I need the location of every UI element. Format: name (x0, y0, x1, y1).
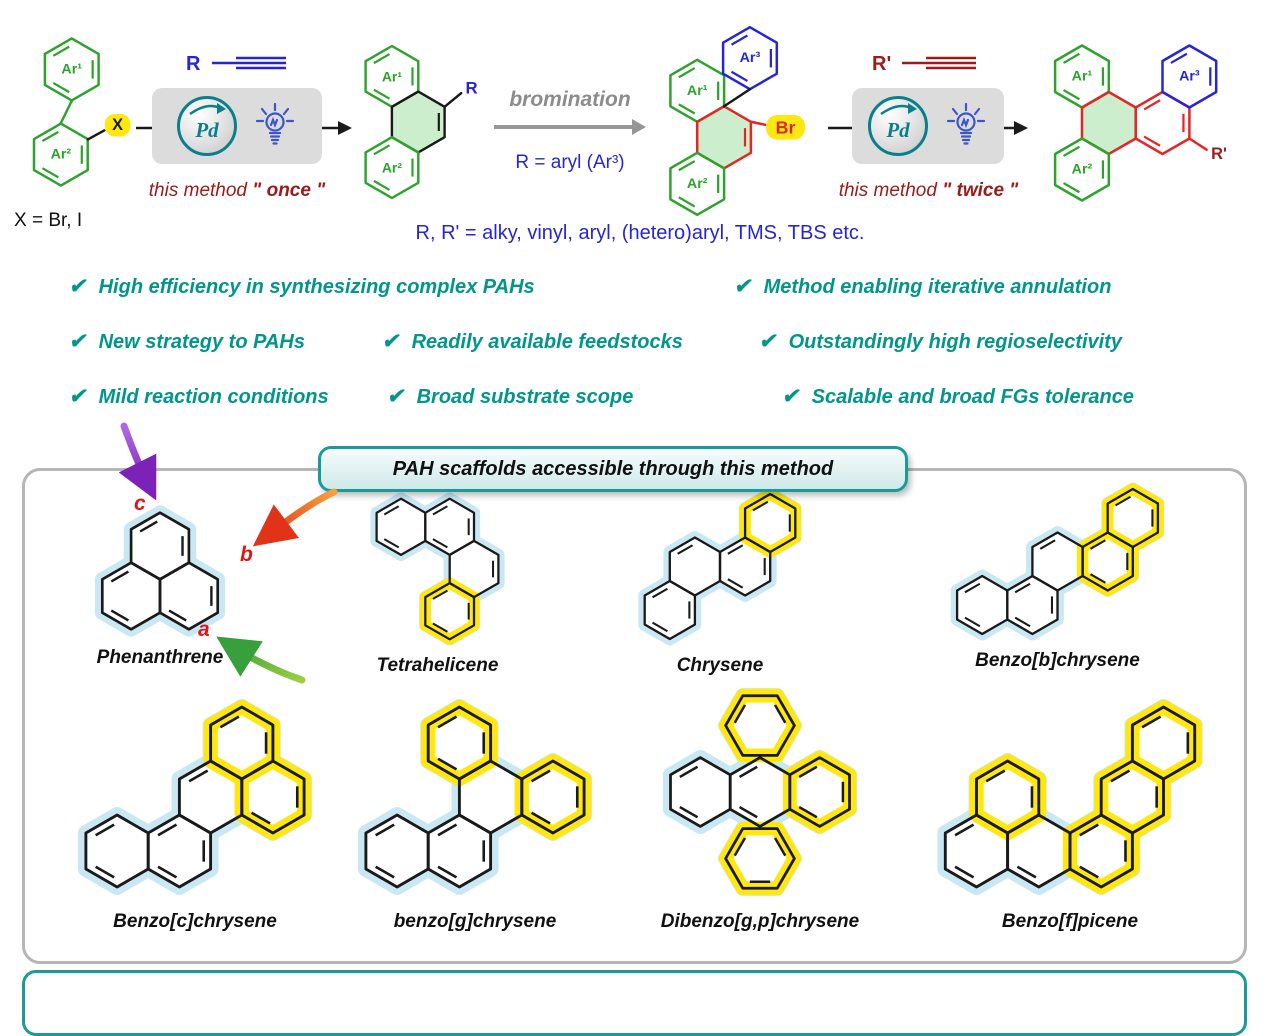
pd-label: Pd (886, 117, 910, 142)
svg-text:Ar³: Ar³ (740, 50, 761, 66)
molecule-card: Phenanthrene (50, 500, 270, 672)
molecule-card: Dibenzo[g,p]chrysene (630, 678, 890, 936)
check-icon: ✔ (732, 275, 755, 298)
pd-label: Pd (195, 117, 219, 142)
method-note-1: this method " once " (148, 180, 326, 201)
molecule-structure (662, 688, 858, 896)
svg-text:Ar¹: Ar¹ (382, 68, 403, 84)
molecule-card: Tetrahelicene (325, 488, 550, 680)
svg-text:Br: Br (776, 117, 796, 137)
svg-text:Ar²: Ar² (51, 147, 72, 163)
check-icon: ✔ (380, 330, 403, 353)
molecule-card: Benzo[b]chrysene (885, 478, 1230, 675)
molecule-structure-container (345, 688, 605, 911)
check-icon: ✔ (67, 385, 90, 408)
r-definition: R, R' = alky, vinyl, aryl, (hetero)aryl,… (415, 222, 865, 244)
molecule-structure (94, 505, 226, 637)
brominated-intermediate: Br Ar¹ Ar² Ar³ (640, 14, 838, 228)
alkyne-reagent-2: R' (872, 53, 976, 75)
feature-item: ✔Broad substrate scope (385, 385, 634, 408)
bromination-note: R = aryl (Ar³) (515, 152, 625, 173)
molecule-name: Tetrahelicene (376, 655, 499, 676)
molecule-structure-container (50, 500, 270, 647)
method-note-2: this method " twice " (838, 180, 1019, 201)
molecule-name: Chrysene (676, 655, 764, 676)
molecule-structure-container (905, 688, 1235, 911)
feature-item: ✔Method enabling iterative annulation (732, 275, 1112, 298)
bromination-label: bromination (509, 88, 631, 111)
substrate-structure: X Ar¹ Ar² (12, 14, 147, 210)
molecule-structure-container (630, 678, 890, 911)
catalytic-cycle-arrow-icon (189, 103, 226, 115)
molecule-card: benzo[g]chrysene (345, 688, 605, 936)
molecule-card: Chrysene (600, 483, 840, 680)
molecule-structure-container (600, 483, 840, 655)
molecule-structure-container (885, 478, 1230, 650)
check-icon: ✔ (780, 385, 803, 408)
svg-text:R: R (466, 78, 478, 97)
molecule-card: Benzo[c]chrysene (40, 688, 350, 936)
svg-text:Ar²: Ar² (1072, 162, 1093, 178)
feature-item: ✔High efficiency in synthesizing complex… (67, 275, 535, 298)
svg-text:Ar²: Ar² (687, 176, 708, 192)
molecule-structure-container (325, 488, 550, 655)
check-icon: ✔ (67, 330, 90, 353)
molecule-name: benzo[g]chrysene (393, 911, 557, 932)
svg-text:R': R' (1211, 145, 1227, 163)
molecule-structure-container (40, 688, 350, 911)
x-definition: X = Br, I (14, 210, 83, 231)
molecule-structure (937, 699, 1203, 895)
product2-structure: Br Ar¹ Ar² Ar³ (669, 25, 806, 217)
molecule-name: Benzo[f]picene (1001, 911, 1139, 932)
bromination-arrow (494, 119, 646, 135)
molecule-card: Benzo[f]picene (905, 688, 1235, 936)
svg-text:Ar¹: Ar¹ (61, 61, 82, 77)
lightbulb-icon (255, 102, 295, 145)
scaffold-panel-title: PAH scaffolds accessible through this me… (318, 446, 908, 492)
alkyne-reagent-1: R (186, 53, 286, 75)
molecule-name: Dibenzo[g,p]chrysene (660, 911, 860, 932)
final-pah-product: R' Ar¹ Ar² Ar³ (1028, 20, 1266, 226)
pd-catalyst-badge: Pd (868, 96, 928, 156)
molecule-structure (638, 487, 802, 646)
svg-text:Ar²: Ar² (382, 160, 403, 176)
molecule-name: Benzo[b]chrysene (975, 650, 1140, 671)
next-panel-edge (22, 970, 1247, 1036)
final-structure: R' Ar¹ Ar² Ar³ (1053, 44, 1227, 202)
catalyst-conditions-box-1: Pd (152, 88, 322, 164)
check-icon: ✔ (67, 275, 90, 298)
substrate-structure: X Ar¹ Ar² (32, 37, 131, 187)
molecule-name: Phenanthrene (96, 647, 224, 668)
bond-label-c: c (134, 492, 146, 515)
molecule-structure (370, 492, 505, 646)
molecule-name: Benzo[c]chrysene (113, 911, 277, 932)
alkyne-r-label: R (186, 53, 201, 75)
graphical-abstract: { "colors":{"teal":"#00968b","green":"#2… (12, 14, 1266, 1036)
lightbulb-icon (946, 102, 986, 145)
svg-text:X: X (112, 116, 123, 134)
bond-label-b: b (240, 543, 253, 566)
feature-item: ✔Scalable and broad FGs tolerance (780, 385, 1134, 408)
svg-text:Ar³: Ar³ (1179, 69, 1200, 85)
product1-structure: R Ar¹ Ar² (364, 44, 478, 200)
feature-item: ✔Outstandingly high regioselectivity (757, 330, 1122, 353)
feature-item: ✔Mild reaction conditions (67, 385, 329, 408)
feature-item: ✔Readily available feedstocks (380, 330, 683, 353)
first-annulation-product: R Ar¹ Ar² (350, 26, 495, 218)
catalyst-conditions-box-2: Pd (852, 88, 1004, 164)
alkyne-rprime-label: R' (872, 53, 891, 75)
check-icon: ✔ (757, 330, 780, 353)
check-icon: ✔ (385, 385, 408, 408)
bond-label-a: a (198, 618, 210, 641)
svg-text:Ar¹: Ar¹ (687, 83, 708, 99)
molecule-structure (357, 699, 593, 895)
pd-catalyst-badge: Pd (177, 96, 237, 156)
catalytic-cycle-arrow-icon (880, 103, 917, 115)
molecule-structure (950, 482, 1165, 641)
molecule-structure (77, 699, 313, 895)
feature-item: ✔New strategy to PAHs (67, 330, 305, 353)
svg-text:Ar¹: Ar¹ (1072, 69, 1093, 85)
